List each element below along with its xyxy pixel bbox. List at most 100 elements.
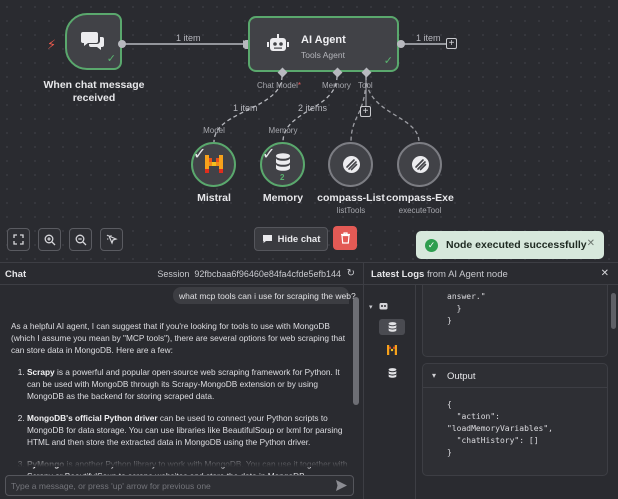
edge-label-output: 1 item xyxy=(416,33,441,43)
toast-message: Node executed successfully xyxy=(446,239,587,251)
compass-list-node[interactable] xyxy=(328,142,373,187)
list-item: Scrapy is a powerful and popular open-so… xyxy=(27,366,349,402)
agent-subtitle: Tools Agent xyxy=(301,50,345,60)
agent-output-port[interactable] xyxy=(397,40,405,48)
subnode-mistral-name: Mistral xyxy=(197,192,231,204)
agent-input-port[interactable] xyxy=(244,40,250,49)
success-toast: ✓ Node executed successfully ✕ xyxy=(416,231,604,259)
ai-agent-node[interactable]: AI Agent Tools Agent ✓ xyxy=(248,16,399,72)
zoom-out-icon xyxy=(75,234,86,245)
scroll-thumb[interactable] xyxy=(353,297,359,405)
subnode-memory-category: Memory xyxy=(268,126,298,135)
connections xyxy=(123,40,446,143)
collapse-chevron-icon[interactable]: ▾ xyxy=(369,304,373,311)
mistral-logo-icon xyxy=(205,155,223,173)
logs-title: Latest Logs from AI Agent node xyxy=(371,269,508,280)
robot-icon xyxy=(379,303,388,310)
log-entry-mistral[interactable] xyxy=(379,342,405,358)
log-entry-memory[interactable] xyxy=(379,365,405,381)
input-json: answer." } } xyxy=(447,292,486,325)
robot-icon xyxy=(267,34,289,51)
trigger-node-label: When chat message received xyxy=(43,79,145,104)
mcp-tool-icon xyxy=(343,156,360,173)
workflow-canvas[interactable]: 1 item 1 item 1 item 2 items ⚡ ✓ When ch… xyxy=(0,0,618,262)
logs-scrollbar[interactable] xyxy=(611,293,616,329)
edge-label-memory: 2 items xyxy=(298,103,328,113)
trigger-output-port[interactable] xyxy=(118,40,126,48)
mistral-node[interactable]: ✓ xyxy=(191,142,236,187)
edge-chat-model xyxy=(213,75,283,143)
add-node-plus-icon[interactable]: + xyxy=(446,38,457,49)
success-check-icon: ✓ xyxy=(383,55,393,67)
chat-message-input[interactable] xyxy=(11,478,311,493)
session-id: 92fbcbaa6f96460e84fa4cfde5efb144 xyxy=(194,269,341,279)
database-icon xyxy=(388,367,396,378)
output-header[interactable]: ▾ Output xyxy=(423,364,607,388)
check-circle-icon: ✓ xyxy=(425,238,438,252)
log-entry-memory[interactable] xyxy=(379,319,405,335)
chat-input-box[interactable] xyxy=(5,475,354,496)
chat-icon xyxy=(262,235,272,243)
edge-tool-exe xyxy=(365,75,420,143)
subnode-memory-name: Memory xyxy=(262,192,304,204)
chat-title: Chat xyxy=(5,269,27,280)
session-info: Session 92fbcbaa6f96460e84fa4cfde5efb144 xyxy=(157,269,341,279)
database-icon xyxy=(388,321,396,332)
close-toast-icon[interactable]: ✕ xyxy=(586,238,595,249)
success-check-icon: ✓ xyxy=(262,146,276,163)
cursor-sparkle-icon xyxy=(106,234,118,245)
edge-memory xyxy=(282,75,338,143)
hide-chat-button[interactable]: Hide chat xyxy=(254,227,328,251)
output-title: Output xyxy=(447,371,476,382)
trash-icon xyxy=(340,232,350,244)
subnode-compass-exe-desc: executeTool xyxy=(398,206,442,215)
chat-scrollbar[interactable] xyxy=(352,293,360,469)
logs-header: Latest Logs from AI Agent node ✕ xyxy=(364,263,618,285)
chat-fade xyxy=(0,453,352,467)
chat-model-port-label: Chat Model* xyxy=(257,81,302,90)
log-input-section: answer." } } xyxy=(422,285,608,357)
chat-panel: Chat Session 92fbcbaa6f96460e84fa4cfde5e… xyxy=(0,262,363,499)
tool-port-label: Tool xyxy=(358,81,373,90)
edge-label-trigger: 1 item xyxy=(176,33,201,43)
close-logs-icon[interactable]: ✕ xyxy=(600,268,609,279)
fit-view-button[interactable] xyxy=(7,228,30,251)
chat-bubbles-icon xyxy=(81,32,104,50)
add-tool-plus-icon[interactable]: + xyxy=(360,106,371,117)
subnode-compass-list-desc: listTools xyxy=(336,206,366,215)
chat-trigger-node[interactable]: ✓ xyxy=(65,13,122,70)
user-message: what mcp tools can i use for scraping th… xyxy=(173,287,356,304)
subnode-compass-exe-name: compass-Exe xyxy=(386,192,454,204)
subnode-compass-list-name: compass-List xyxy=(317,192,385,204)
agent-title: AI Agent xyxy=(301,34,346,46)
zoom-out-button[interactable] xyxy=(69,228,92,251)
zoom-in-button[interactable] xyxy=(38,228,61,251)
compass-exe-node[interactable] xyxy=(397,142,442,187)
logs-panel: Latest Logs from AI Agent node ✕ ▾ answe… xyxy=(363,262,618,499)
chat-header: Chat Session 92fbcbaa6f96460e84fa4cfde5e… xyxy=(0,263,363,285)
success-check-icon: ✓ xyxy=(193,146,207,163)
output-json: { "action": "loadMemoryVariables", "chat… xyxy=(447,400,553,457)
log-output-section: ▾ Output { "action": "loadMemoryVariable… xyxy=(422,363,608,476)
log-tree: ▾ xyxy=(364,285,416,499)
database-icon xyxy=(276,153,290,171)
answer-intro: As a helpful AI agent, I can suggest tha… xyxy=(11,321,346,355)
edge-label-chat-model: 1 item xyxy=(233,103,258,113)
memory-run-count: 2 xyxy=(280,173,285,182)
mcp-tool-icon xyxy=(412,156,429,173)
zoom-in-icon xyxy=(44,234,55,245)
delete-execution-button[interactable] xyxy=(333,226,357,250)
hide-chat-label: Hide chat xyxy=(277,233,321,245)
success-check-icon: ✓ xyxy=(106,53,116,65)
tidy-up-button[interactable] xyxy=(100,228,123,251)
mistral-logo-icon xyxy=(387,345,397,355)
refresh-session-icon[interactable]: ↻ xyxy=(346,268,355,279)
chevron-down-icon[interactable]: ▾ xyxy=(432,371,437,380)
fit-view-icon xyxy=(13,234,24,245)
trigger-bolt-icon: ⚡ xyxy=(47,37,57,52)
memory-node[interactable]: ✓ 2 xyxy=(260,142,305,187)
send-icon[interactable] xyxy=(335,479,348,492)
subnode-mistral-category: Model xyxy=(203,126,225,135)
list-item: MongoDB's official Python driver can be … xyxy=(27,412,349,448)
